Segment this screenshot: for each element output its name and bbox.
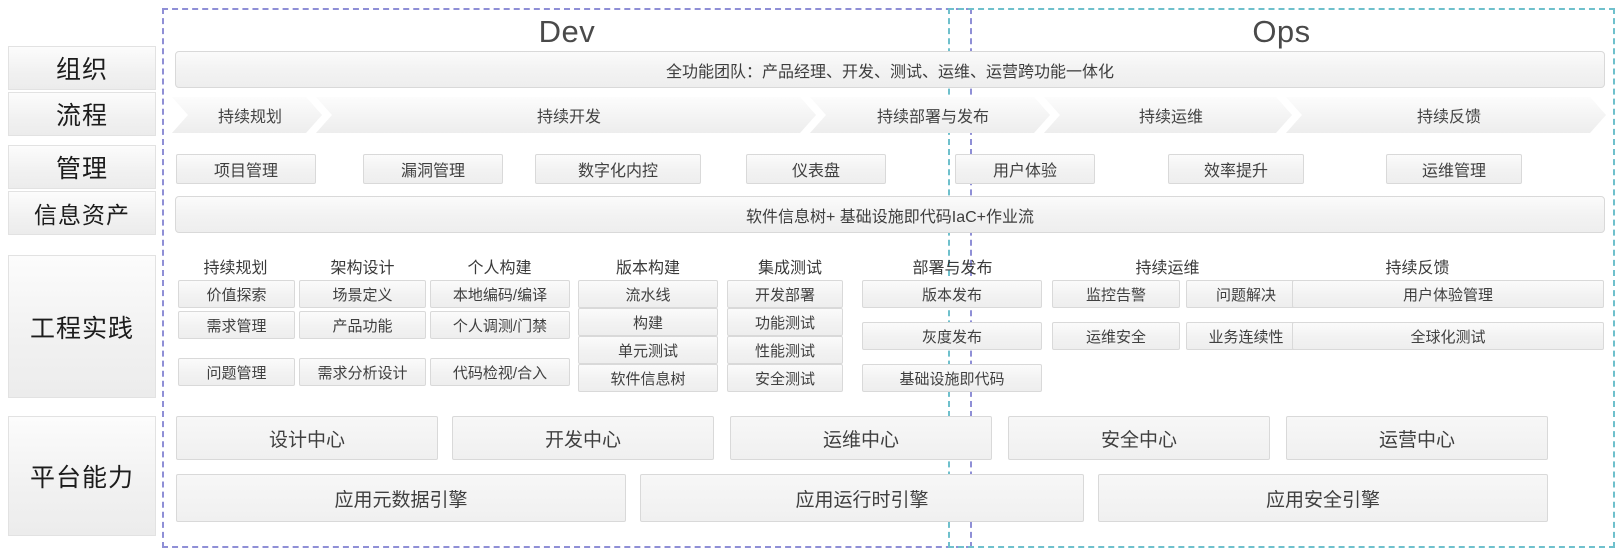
platform-center-development[interactable]: 开发中心 <box>452 416 714 460</box>
practice-cell-software-info-tree[interactable]: 软件信息树 <box>578 364 718 392</box>
dev-region-title: Dev <box>538 14 596 49</box>
ops-region-title: Ops <box>1252 14 1311 49</box>
platform-center-design[interactable]: 设计中心 <box>176 416 438 460</box>
practice-cell-performance-test[interactable]: 性能测试 <box>727 336 843 364</box>
practice-cell-security-test[interactable]: 安全测试 <box>727 364 843 392</box>
practice-cell-functional-test[interactable]: 功能测试 <box>727 308 843 336</box>
process-stage-continuous-development[interactable]: 持续开发 <box>316 97 816 133</box>
practice-cell-unit-test[interactable]: 单元测试 <box>578 336 718 364</box>
practice-cell-local-coding-compile[interactable]: 本地编码/编译 <box>430 280 570 308</box>
platform-engine-app-metadata[interactable]: 应用元数据引擎 <box>176 474 626 522</box>
practice-column-header-deploy-release: 部署与发布 <box>912 260 993 277</box>
practice-cell-business-continuity[interactable]: 业务连续性 <box>1186 322 1306 350</box>
practice-cell-dev-deployment[interactable]: 开发部署 <box>727 280 843 308</box>
row-label-platform-capability: 平台能力 <box>8 416 156 536</box>
practice-cell-requirement-management[interactable]: 需求管理 <box>178 311 295 339</box>
management-item-digital-internal-control[interactable]: 数字化内控 <box>535 154 701 184</box>
practice-cell-code-review-merge[interactable]: 代码检视/合入 <box>430 358 570 386</box>
platform-engine-app-security[interactable]: 应用安全引擎 <box>1098 474 1548 522</box>
row-label-management: 管理 <box>8 145 156 189</box>
practice-column-header-integration-test: 集成测试 <box>757 260 822 277</box>
dev-region-frame <box>162 8 972 548</box>
row-label-engineering-practice: 工程实践 <box>8 255 156 398</box>
practice-cell-version-release[interactable]: 版本发布 <box>862 280 1042 308</box>
practice-column-header-continuous-planning: 持续规划 <box>203 260 268 277</box>
practice-cell-product-features[interactable]: 产品功能 <box>299 311 426 339</box>
process-stage-label: 持续反馈 <box>1416 109 1481 126</box>
process-stage-continuous-planning[interactable]: 持续规划 <box>172 97 322 133</box>
practice-cell-requirement-analysis-design[interactable]: 需求分析设计 <box>299 358 426 386</box>
management-item-dashboard[interactable]: 仪表盘 <box>746 154 886 184</box>
practice-cell-monitoring-alerting[interactable]: 监控告警 <box>1052 280 1180 308</box>
process-stage-label: 持续运维 <box>1138 109 1203 126</box>
row-label-process: 流程 <box>8 92 156 136</box>
practice-cell-gray-release[interactable]: 灰度发布 <box>862 322 1042 350</box>
process-stage-continuous-operations[interactable]: 持续运维 <box>1044 97 1292 133</box>
management-item-user-experience[interactable]: 用户体验 <box>955 154 1095 184</box>
practice-cell-problem-resolution[interactable]: 问题解决 <box>1186 280 1306 308</box>
platform-engine-app-runtime[interactable]: 应用运行时引擎 <box>640 474 1084 522</box>
practice-cell-build[interactable]: 构建 <box>578 308 718 336</box>
ops-region-frame <box>948 8 1615 548</box>
practice-cell-issue-management[interactable]: 问题管理 <box>178 358 295 386</box>
management-item-project-management[interactable]: 项目管理 <box>176 154 316 184</box>
management-item-operations-management[interactable]: 运维管理 <box>1386 154 1522 184</box>
platform-center-operations[interactable]: 运维中心 <box>730 416 992 460</box>
practice-cell-globalization-test[interactable]: 全球化测试 <box>1292 322 1604 350</box>
management-item-vulnerability-management[interactable]: 漏洞管理 <box>363 154 503 184</box>
practice-cell-infrastructure-as-code[interactable]: 基础设施即代码 <box>862 364 1042 392</box>
process-stage-label: 持续规划 <box>217 109 282 126</box>
practice-cell-personal-debug-gate[interactable]: 个人调测/门禁 <box>430 311 570 339</box>
practice-cell-user-experience-management[interactable]: 用户体验管理 <box>1292 280 1604 308</box>
process-stage-label: 持续开发 <box>536 109 601 126</box>
organization-banner: 全功能团队：产品经理、开发、测试、运维、运营跨功能一体化 <box>175 51 1605 88</box>
information-assets-banner: 软件信息树+ 基础设施即代码IaC+作业流 <box>175 196 1605 233</box>
practice-column-header-continuous-operations: 持续运维 <box>1135 260 1200 277</box>
practice-column-header-version-build: 版本构建 <box>615 260 680 277</box>
practice-column-header-continuous-feedback: 持续反馈 <box>1385 260 1450 277</box>
row-label-information-assets: 信息资产 <box>8 191 156 235</box>
process-stage-label: 持续部署与发布 <box>876 109 989 126</box>
platform-center-operation[interactable]: 运营中心 <box>1286 416 1548 460</box>
practice-column-header-architecture-design: 架构设计 <box>330 260 395 277</box>
practice-cell-operations-security[interactable]: 运维安全 <box>1052 322 1180 350</box>
platform-center-security[interactable]: 安全中心 <box>1008 416 1270 460</box>
practice-column-header-personal-build: 个人构建 <box>467 260 532 277</box>
process-stage-continuous-deployment-release[interactable]: 持续部署与发布 <box>810 97 1050 133</box>
row-label-organization: 组织 <box>8 46 156 90</box>
practice-cell-pipeline[interactable]: 流水线 <box>578 280 718 308</box>
practice-cell-scenario-definition[interactable]: 场景定义 <box>299 280 426 308</box>
process-stage-continuous-feedback[interactable]: 持续反馈 <box>1286 97 1606 133</box>
practice-cell-value-exploration[interactable]: 价值探索 <box>178 280 295 308</box>
management-item-efficiency-improvement[interactable]: 效率提升 <box>1168 154 1304 184</box>
